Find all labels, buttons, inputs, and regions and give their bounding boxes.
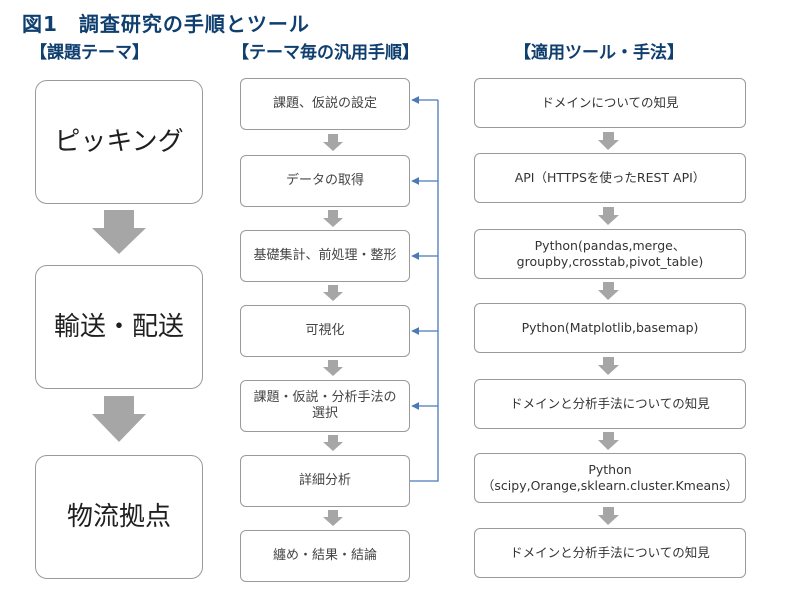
tool-arrow-4 [598,357,619,375]
feedback-loop-line [410,100,439,482]
column-heading-themes: 【課題テーマ】 [30,43,149,63]
tool-box-python-pandas: Python(pandas,merge、groupby,crosstab,piv… [474,229,746,279]
tool-box-domain-knowledge: ドメインについての知見 [474,78,746,128]
tool-box-python-scipy: Python（scipy,Orange,sklearn.cluster.Kmea… [474,453,746,503]
tool-box-python-matplotlib: Python(Matplotlib,basemap) [474,303,746,353]
step-box-method-selection: 課題・仮説・分析手法の選択 [240,380,410,432]
theme-arrow-1 [92,210,146,254]
step-arrow-3 [323,285,343,301]
step-box-preprocessing: 基礎集計、前処理・整形 [240,230,410,282]
step-box-hypothesis: 課題、仮説の設定 [240,78,410,130]
tool-arrow-6 [598,507,619,525]
tool-box-domain-method-knowledge-final: ドメインと分析手法についての知見 [474,528,746,578]
tool-box-domain-method-knowledge: ドメインと分析手法についての知見 [474,379,746,429]
column-heading-tools: 【適用ツール・手法】 [514,43,684,63]
step-arrow-6 [323,510,343,526]
step-arrow-5 [323,435,343,451]
theme-arrow-2 [92,396,146,442]
step-arrow-2 [323,210,343,227]
step-box-visualization: 可視化 [240,305,410,357]
tool-arrow-2 [598,207,619,225]
theme-box-logistics-center: 物流拠点 [35,455,203,579]
column-heading-steps: 【テーマ毎の汎用手順】 [232,43,419,63]
tool-arrow-1 [598,132,619,150]
tool-arrow-3 [598,282,619,300]
step-box-detailed-analysis: 詳細分析 [240,455,410,507]
tool-arrow-5 [598,432,619,450]
step-box-data-acquisition: データの取得 [240,155,410,207]
tool-box-rest-api: API（HTTPSを使ったREST API） [474,153,746,203]
figure-title: 図1 調査研究の手順とツール [22,12,310,36]
step-arrow-4 [323,360,343,376]
step-box-conclusion: 纏め・結果・結論 [240,530,410,582]
theme-box-picking: ピッキング [35,80,203,204]
step-arrow-1 [323,134,343,151]
theme-box-transport: 輸送・配送 [35,265,203,389]
